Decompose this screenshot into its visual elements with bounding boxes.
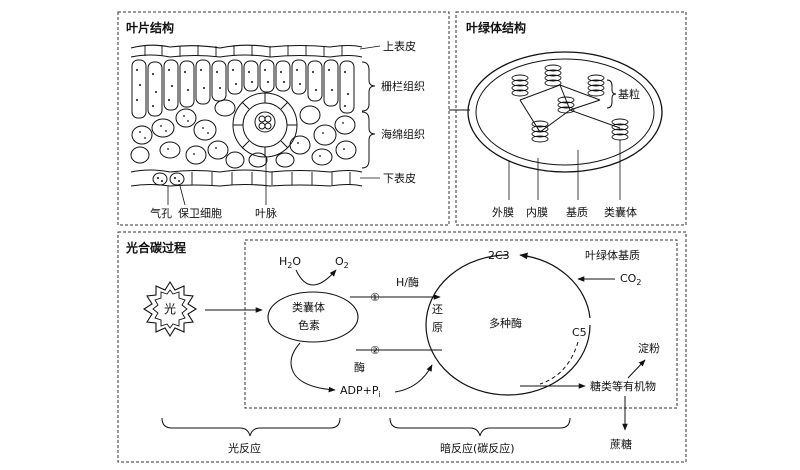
h-enzyme-label: H/酶: [396, 276, 419, 289]
label-spongy: 海绵组织: [381, 127, 425, 141]
light-reaction-label: 光反应: [228, 441, 261, 455]
circle-two: ②: [370, 344, 380, 357]
sunlight-icon: [142, 280, 198, 338]
leaf-panel-border: [117, 11, 450, 226]
photosynthesis-panel: 光合碳过程 光 类囊体 色素 H2O O2 ① H/酶 ② 酶 ADP+Pi: [117, 231, 687, 463]
stroma-region-label: 叶绿体基质: [585, 248, 640, 262]
thylakoid-pigment-ellipse: [267, 291, 359, 343]
leaf-vein-bundle: [232, 92, 298, 158]
label-inner-membrane: 内膜: [526, 205, 548, 219]
label-vein: 叶脉: [255, 206, 277, 220]
dark-reaction-brace: [389, 417, 571, 437]
adp-loop-left: [290, 342, 336, 393]
c5-label: C5: [572, 326, 587, 339]
label-palisade: 栅栏组织: [381, 79, 425, 93]
circle-one: ①: [370, 291, 380, 304]
grana-stacks: [511, 64, 629, 143]
photosynthesis-panel-title: 光合碳过程: [125, 240, 186, 255]
adp-label: ADP+Pi: [340, 384, 381, 399]
starch-label: 淀粉: [638, 341, 660, 355]
label-lower-epidermis: 下表皮: [383, 171, 416, 185]
c5-to-sugars-dash: [539, 341, 579, 385]
chloroplast-leader-lines: [508, 140, 621, 200]
spongy-tissue: [130, 99, 357, 169]
reduction-label-2: 原: [432, 321, 443, 334]
label-upper-epidermis: 上表皮: [383, 39, 416, 53]
chloroplast-region-border: [244, 239, 678, 409]
co2-label: CO2: [620, 272, 641, 287]
leaf-panel-title: 叶片结构: [126, 20, 174, 35]
upper-epidermis-layer: [130, 44, 363, 58]
pigment-label-line2: 色素: [298, 318, 320, 332]
leaf-leader-lines: [167, 45, 381, 206]
dark-reaction-label: 暗反应(碳反应): [440, 441, 515, 455]
stroma-lamellae: [519, 84, 621, 133]
label-guard-cell: 保卫细胞: [178, 206, 222, 220]
c3-label: 2C3: [488, 249, 510, 262]
to-starch-arrow: [627, 359, 646, 379]
label-thylakoid: 类囊体: [604, 205, 637, 219]
outer-membrane-shape: [467, 51, 663, 173]
reduction-label-1: 还: [432, 303, 443, 316]
water-split-arrow: [295, 269, 337, 286]
sucrose-label: 蔗糖: [610, 437, 632, 451]
label-grana: 基粒: [618, 87, 640, 101]
label-stoma: 气孔: [150, 206, 172, 220]
pigment-label-line1: 类囊体: [292, 300, 325, 314]
chloroplast-panel-title: 叶绿体结构: [466, 20, 526, 35]
label-stroma: 基质: [566, 206, 588, 219]
water-label: H2O: [279, 255, 301, 270]
lower-epidermis-layer: [130, 169, 363, 187]
chloroplast-panel-border: [455, 11, 687, 226]
light-reaction-brace: [161, 417, 341, 437]
photosynthesis-panel-border: [117, 231, 687, 463]
palisade-tissue: [131, 59, 355, 119]
multi-enzyme-label: 多种酶: [489, 316, 522, 330]
calvin-cycle-circle: [425, 254, 591, 396]
leaf-structure-panel: 叶片结构: [117, 11, 450, 226]
spongy-brace: [361, 111, 376, 169]
adp-loop-right: [394, 364, 433, 393]
light-label: 光: [164, 302, 176, 316]
chloroplast-structure-panel: 叶绿体结构: [449, 11, 687, 226]
inner-membrane-shape: [475, 58, 655, 166]
calvin-cycle-top-arrow: [519, 252, 591, 319]
sugars-label: 糖类等有机物: [590, 379, 656, 393]
palisade-brace: [361, 61, 376, 112]
label-outer-membrane: 外膜: [492, 206, 514, 219]
oxygen-label: O2: [335, 255, 349, 270]
enzyme-label: 酶: [354, 361, 365, 374]
grana-brace: [606, 79, 617, 109]
